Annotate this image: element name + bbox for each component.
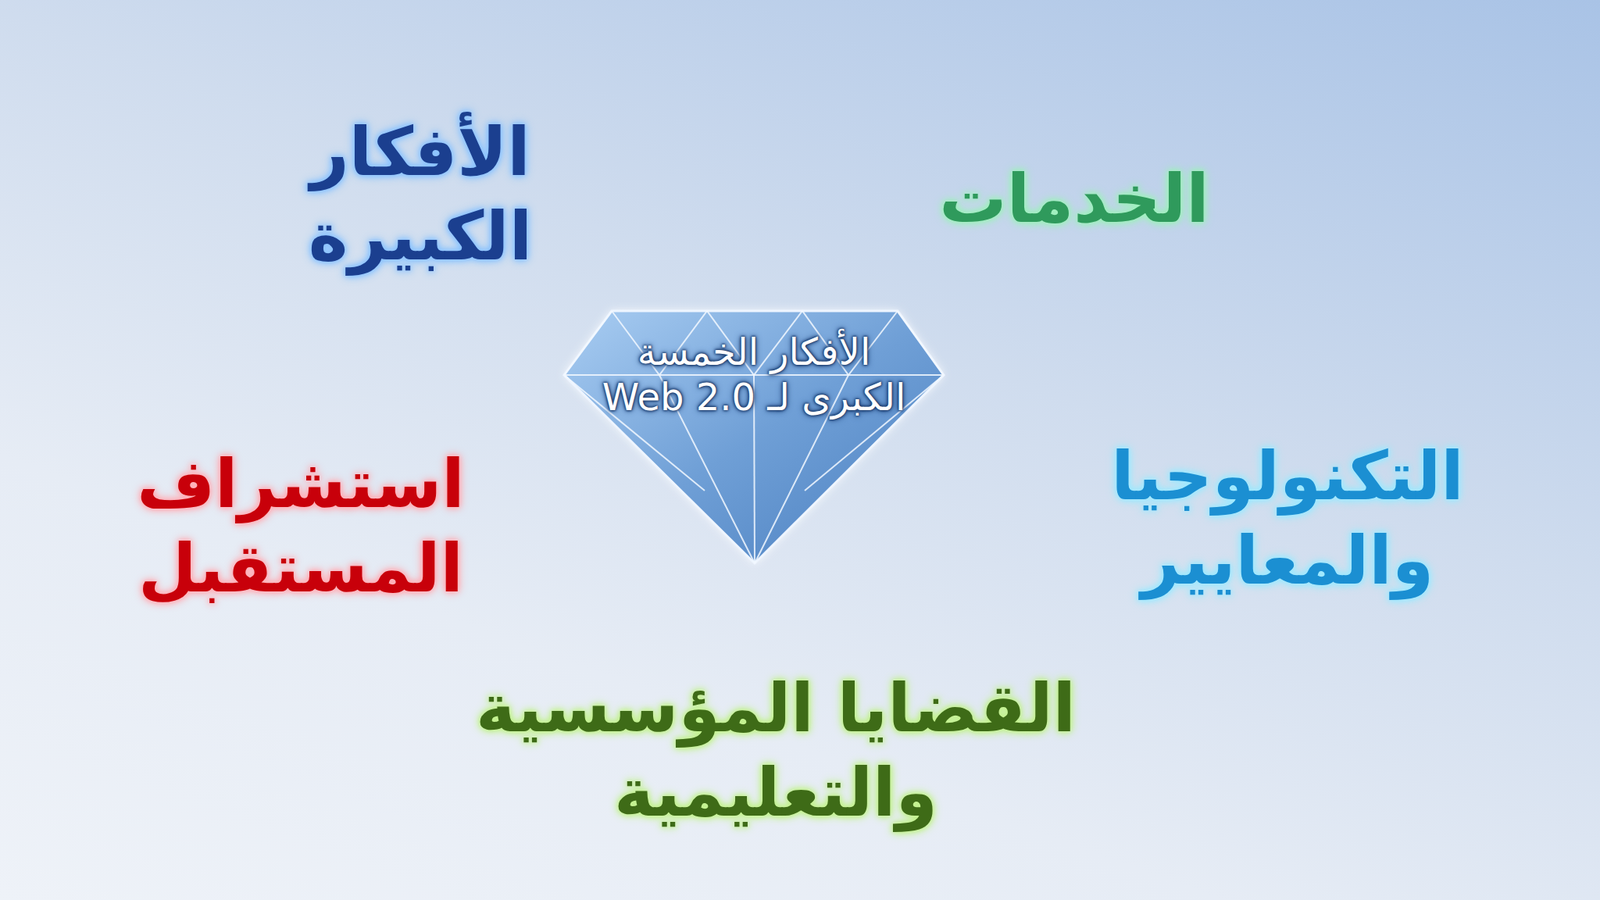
idea-label: الخدمات	[800, 157, 1348, 242]
idea-label: القضايا المؤسسية والتعليمية	[424, 666, 1128, 835]
diamond-title: الأفكار الخمسة الكبرى لـ Web 2.0	[589, 329, 918, 420]
idea-label: استشراف المستقبل	[89, 442, 512, 611]
diamond-facet	[897, 310, 944, 375]
idea-label: التكنولوجيا والمعايير	[1068, 434, 1507, 603]
idea-label: الأفكار الكبيرة	[236, 110, 604, 279]
diamond-node: الأفكار الخمسة الكبرى لـ Web 2.0	[564, 310, 944, 564]
diamond-body	[564, 310, 944, 564]
diamond-facet	[564, 310, 612, 375]
diamond-glow	[564, 310, 944, 564]
